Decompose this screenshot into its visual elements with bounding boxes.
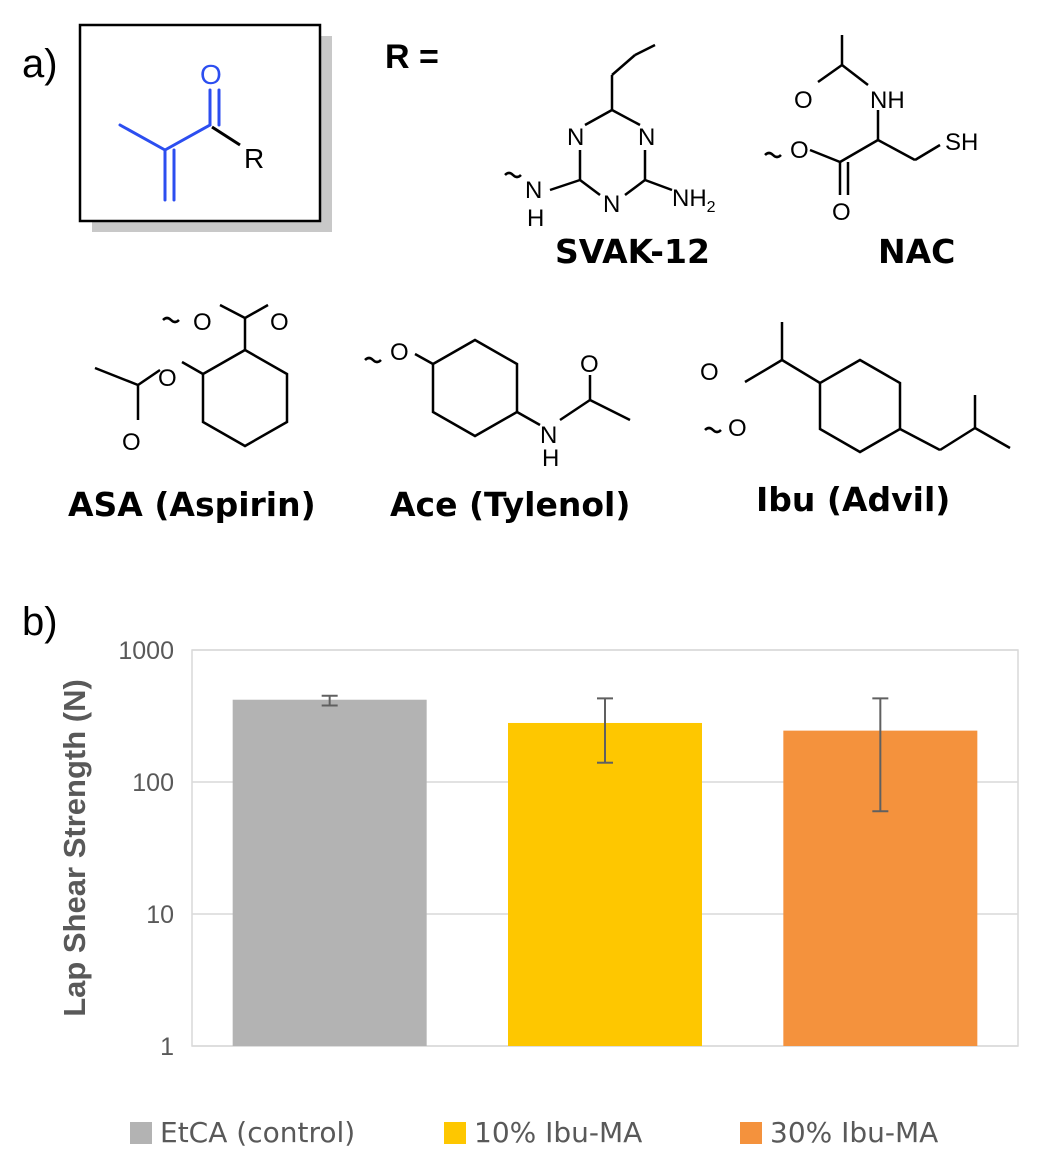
legend-swatch-control <box>130 1121 152 1144</box>
asa-o1: O <box>193 309 212 336</box>
svak-nh2: NH2 <box>672 185 716 216</box>
nac-o-ester: O <box>790 137 809 164</box>
name-ace: Ace (Tylenol) <box>390 485 631 524</box>
svak-n2: N <box>638 124 655 151</box>
ace-h: H <box>542 445 559 472</box>
legend-swatch-30pct <box>740 1121 762 1144</box>
legend-label-10pct: 10% Ibu-MA <box>474 1116 643 1149</box>
y-tick-label: 10 <box>146 901 174 929</box>
panel-label-b: b) <box>22 600 58 644</box>
ace-o-carbonyl: O <box>580 351 599 378</box>
name-asa: ASA (Aspirin) <box>68 485 316 524</box>
legend-item-30pct: 30% Ibu-MA <box>740 1116 938 1149</box>
name-ibu: Ibu (Advil) <box>756 480 951 519</box>
y-tick-label: 1000 <box>118 637 174 665</box>
asa-structure <box>94 303 289 448</box>
ibu-o2: O <box>728 415 747 442</box>
core-structure <box>118 88 221 202</box>
svak-n3: N <box>603 191 620 218</box>
ace-structure <box>364 338 631 438</box>
nac-o-acetyl: O <box>794 87 813 114</box>
asa-o4: O <box>122 429 141 456</box>
legend-item-10pct: 10% Ibu-MA <box>444 1116 642 1149</box>
y-axis-label: Lap Shear Strength (N) <box>57 679 92 1017</box>
bar <box>232 699 427 1046</box>
bar <box>508 722 702 1046</box>
svak-nh: N <box>525 177 542 204</box>
y-tick-label: 1 <box>160 1033 174 1061</box>
asa-o3: O <box>158 365 177 392</box>
chart-legend: EtCA (control) 10% Ibu-MA 30% Ibu-MA <box>0 1116 1054 1156</box>
core-r-group: R <box>244 143 264 174</box>
nac-nh: NH <box>870 87 905 114</box>
name-svak: SVAK-12 <box>555 232 710 271</box>
nac-sh: SH <box>945 129 978 156</box>
asa-o2: O <box>270 309 289 336</box>
structures-panel: O R N N N N H NH2 O NH SH O O <box>78 23 1011 472</box>
ace-o-ether: O <box>390 339 409 366</box>
name-nac: NAC <box>878 232 956 271</box>
ibu-structure <box>704 322 1011 454</box>
legend-swatch-10pct <box>444 1121 466 1144</box>
legend-label-control: EtCA (control) <box>160 1116 356 1149</box>
panel-label-a: a) <box>22 42 58 86</box>
svak-h: H <box>527 205 544 232</box>
r-equals-label: R = <box>385 38 439 76</box>
nac-structure <box>764 35 941 195</box>
y-tick-label: 100 <box>132 769 174 797</box>
legend-label-30pct: 30% Ibu-MA <box>770 1116 939 1149</box>
svak-n1: N <box>567 124 584 151</box>
ibu-o1: O <box>700 359 719 386</box>
legend-item-control: EtCA (control) <box>130 1116 355 1149</box>
ace-n: N <box>540 422 557 449</box>
svak-structure <box>504 43 673 196</box>
core-box <box>78 23 322 223</box>
core-oxygen: O <box>200 59 222 90</box>
nac-o-carbonyl: O <box>832 199 851 226</box>
